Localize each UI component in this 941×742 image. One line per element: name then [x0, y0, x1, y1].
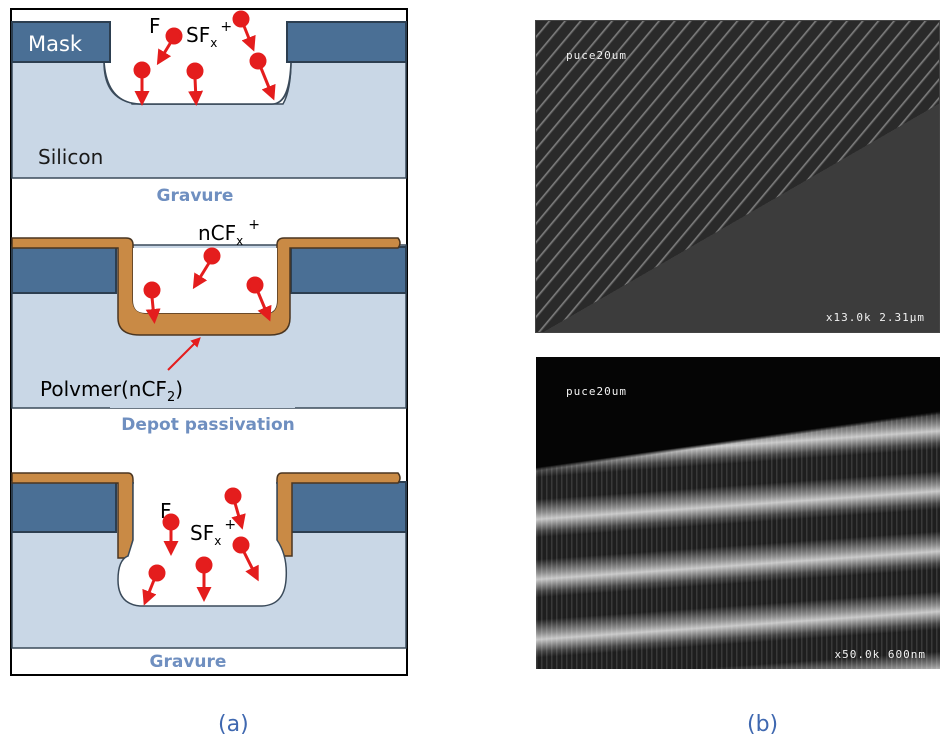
- particle: [195, 556, 213, 574]
- particle: [148, 564, 166, 582]
- particle: [224, 487, 242, 505]
- caption-a: (a): [218, 712, 249, 737]
- mask-block-right-2: [290, 246, 407, 294]
- mask-block-left-1: [11, 21, 111, 63]
- fluorine-label: F: [149, 14, 161, 38]
- particle: [143, 281, 161, 299]
- sem-sample-label-bottom: puce20um: [566, 385, 627, 398]
- particle: [165, 27, 183, 45]
- fluorine-label-3: F: [160, 499, 172, 523]
- sem-scale-label-top: x13.0k 2.31μm: [825, 311, 925, 324]
- silicon-label: Silicon: [38, 145, 103, 169]
- particle: [162, 513, 180, 531]
- stage-2-passivation: nCFx+ Polvmer(nCF2) Depot passivation: [11, 217, 407, 435]
- mask-label: Mask: [28, 32, 83, 56]
- sem-sample-label-top: puce20um: [566, 49, 627, 62]
- particle: [246, 276, 264, 294]
- stage-1-caption: Gravure: [157, 186, 234, 206]
- sem-image-top: puce20um x13.0k 2.31μm: [535, 20, 940, 333]
- sfx-ion-label: SFx+: [186, 19, 232, 50]
- sem-scale-label-bottom: x50.0k 600nm: [834, 648, 926, 661]
- particle-arrows-2: [143, 247, 272, 324]
- particle-arrows-3: [142, 487, 259, 606]
- polymer-label: Polvmer(nCF2): [40, 377, 183, 405]
- particle: [232, 10, 250, 28]
- sem-image-bottom: puce20um x50.0k 600nm: [536, 357, 940, 669]
- mask-block-left-2: [11, 246, 117, 294]
- polymer-sidewall-left: [11, 472, 134, 559]
- ion-label: nCFx+: [198, 217, 260, 248]
- stage-3-caption: Gravure: [150, 652, 227, 672]
- mask-block-left-3: [11, 481, 117, 533]
- stage-2-caption: Depot passivation: [121, 415, 295, 435]
- particle: [133, 61, 151, 79]
- mask-block-right-3: [288, 481, 407, 533]
- polymer-pointer-arrow: [167, 337, 201, 371]
- particle: [232, 536, 250, 554]
- particle: [249, 52, 267, 70]
- stage-3-etch: F SFx+ Gravure: [11, 472, 407, 672]
- sfx-ion-label-3: SFx+: [190, 517, 236, 548]
- caption-b: (b): [747, 712, 779, 737]
- mask-block-right-1: [286, 21, 407, 63]
- stage-1-etch: Mask Silicon F SFx+ Gravure: [11, 10, 407, 206]
- particle: [203, 247, 221, 265]
- particle-arrows-1: [133, 10, 276, 106]
- particle: [186, 62, 204, 80]
